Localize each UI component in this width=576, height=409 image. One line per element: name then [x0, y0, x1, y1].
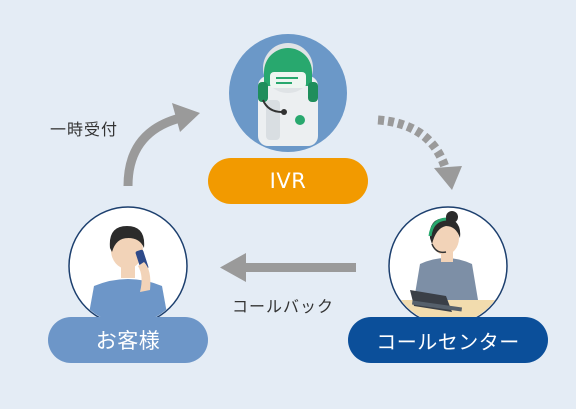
customer-label: お客様 [48, 317, 208, 363]
ivr-robot-operator-icon [229, 34, 347, 152]
call-center-agent-icon [388, 206, 508, 326]
transfer-arrow [377, 115, 462, 190]
customer-on-phone-icon [68, 206, 188, 326]
intake-arrow [123, 103, 200, 187]
ivr-label: IVR [208, 158, 368, 204]
callback-flow-label: コールバック [232, 297, 335, 316]
callback-arrow [220, 253, 356, 282]
call-center-label: コールセンター [348, 317, 548, 363]
intake-flow-label: 一時受付 [50, 120, 119, 139]
